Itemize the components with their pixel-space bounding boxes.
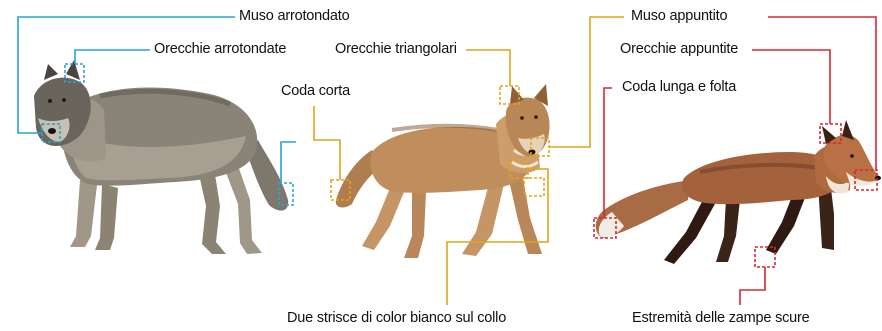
label-fox-pointed-snout: Muso appuntito [631, 9, 727, 24]
label-wolf-rounded-ears: Orecchie arrotondate [154, 42, 286, 57]
label-fox-pointed-ears: Orecchie appuntite [620, 42, 738, 57]
coyote-tail-leader [314, 106, 340, 180]
fox-paws-leader [740, 267, 765, 305]
wolf-ears-leader [75, 50, 150, 64]
coyote-neck-marker-b [524, 178, 544, 196]
label-wolf-rounded-snout: Muso arrotondato [239, 9, 349, 24]
fox-tail-leader [604, 88, 612, 218]
coyote-illustration [336, 84, 550, 258]
label-fox-bushy-tail: Coda lunga e folta [622, 80, 736, 95]
wolf-tail-leader [281, 142, 296, 183]
fox-ears-leader [752, 50, 830, 124]
coyote-snout-leader [549, 17, 624, 147]
label-coyote-short-tail: Coda corta [281, 84, 350, 99]
fox-illustration [596, 120, 881, 264]
coyote-ears-leader [466, 50, 510, 86]
wolf-illustration [34, 60, 288, 254]
label-coyote-triangular-ears: Orecchie triangolari [335, 42, 457, 57]
label-coyote-neck-stripes: Due strisce di color bianco sul collo [287, 311, 506, 326]
label-fox-dark-paws: Estremità delle zampe scure [632, 311, 810, 326]
